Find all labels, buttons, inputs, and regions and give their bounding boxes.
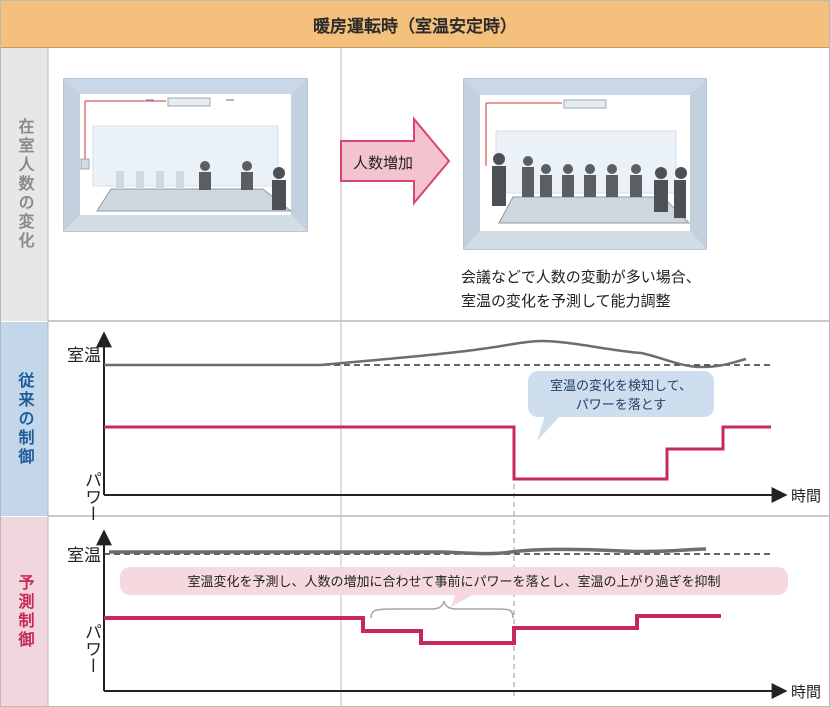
arrow-label: 人数増加: [353, 154, 413, 172]
pred-temp-label: 室温: [67, 546, 101, 566]
caption-line-2: 室温の変化を予測して能力調整: [461, 292, 671, 310]
side-label-conventional: 従来の制御: [1, 322, 48, 516]
room-illustration-before: [63, 78, 308, 232]
conv-power-label: パワー: [81, 471, 101, 522]
predictive-graph: [96, 529, 788, 699]
callout-predictive: 室温変化を予測し、人数の増加に合わせて事前にパワーを落とし、室温の上がり過ぎを抑…: [187, 574, 720, 590]
conventional-graph: [96, 331, 788, 503]
increase-arrow: [340, 116, 451, 206]
conv-time-label: 時間: [791, 487, 821, 505]
callout-conventional-line-1: 室温の変化を検知して、: [550, 378, 692, 394]
pred-power-label: パワー: [81, 623, 101, 674]
room-illustration-after: [463, 78, 707, 250]
callout-conventional-line-2: パワーを落とす: [576, 398, 667, 413]
pred-time-label: 時間: [791, 683, 821, 701]
side-label-predictive: 予測制御: [1, 517, 48, 706]
caption-line-1: 会議などで人数の変動が多い場合、: [461, 268, 701, 286]
conv-temp-label: 室温: [67, 346, 101, 366]
diagram-title: 暖房運転時（室温安定時）: [1, 1, 829, 48]
side-label-occupancy: 在室人数の変化: [1, 48, 48, 321]
